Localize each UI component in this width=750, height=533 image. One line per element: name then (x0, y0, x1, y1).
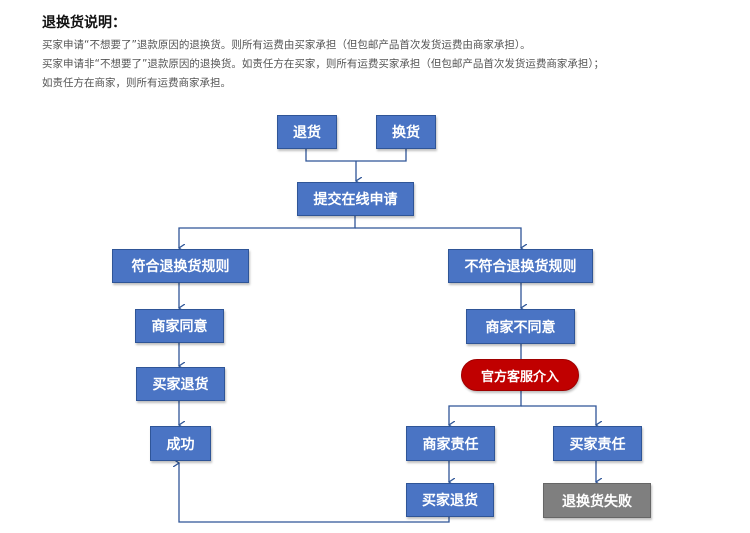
node-submit-application: 提交在线申请 (297, 182, 414, 216)
node-customer-service: 官方客服介入 (461, 359, 579, 391)
description-line: 如责任方在商家，则所有运费商家承担。 (42, 77, 231, 89)
node-merchant-disagree: 商家不同意 (466, 309, 575, 344)
connector (449, 390, 522, 425)
page-title: 退换货说明： (42, 15, 126, 31)
node-merchant-agree: 商家同意 (135, 309, 224, 343)
connector (355, 227, 521, 248)
node-return: 退货 (277, 115, 337, 149)
description-line: 买家申请“不想要了”退款原因的退换货。则所有运费由买家承担（但包邮产品首次发货运… (42, 39, 531, 51)
connector (179, 463, 450, 523)
node-exchange: 换货 (376, 115, 436, 149)
node-exchange-failed: 退换货失败 (543, 483, 651, 518)
node-buyer-return-2: 买家退货 (406, 483, 494, 517)
node-merchant-fault: 商家责任 (406, 426, 495, 461)
node-buyer-return: 买家退货 (136, 367, 225, 401)
node-comply-rules: 符合退换货规则 (112, 249, 249, 283)
node-success: 成功 (150, 426, 211, 461)
node-not-comply-rules: 不符合退换货规则 (448, 249, 593, 283)
connector (305, 149, 407, 162)
connector (521, 405, 596, 425)
description-line: 买家申请非“不想要了”退款原因的退换货。如责任方在买家，则所有运费买家承担（但包… (42, 58, 605, 70)
node-buyer-fault: 买家责任 (553, 426, 642, 461)
connector (179, 216, 356, 248)
